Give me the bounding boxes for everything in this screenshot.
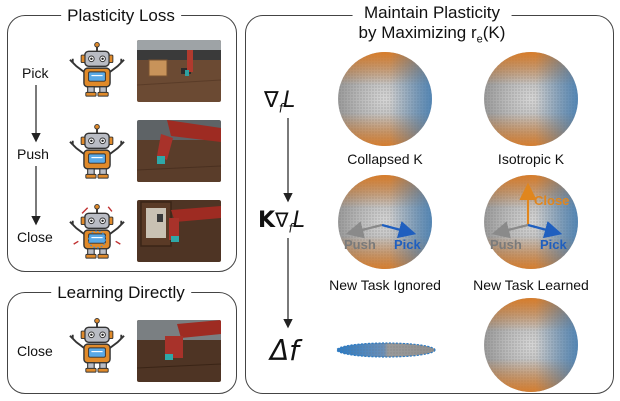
plasticity-loss-title: Plasticity Loss [61,6,181,26]
maintain-title-line2: by Maximizing re(K) [358,23,506,46]
collapsed-k-label: Collapsed K [347,151,423,167]
delta-f-label: Δf [270,334,300,367]
maintain-plasticity-title: Maintain Plasticity by Maximizing re(K) [352,3,512,50]
stage-label-push: Push [17,146,49,162]
close-task-direct-photo [137,320,221,382]
push-axis-label: Push [344,237,376,252]
push-task-photo [137,120,221,182]
new-task-learned-label: New Task Learned [473,277,589,293]
close-task-photo [137,200,221,262]
new-task-ignored-sphere: Push Pick [338,175,432,269]
kernel-gradient-label: K∇fL [258,208,305,236]
isotropic-k-sphere [484,52,578,146]
stage-label-close: Close [17,229,53,245]
new-task-learned-sphere: Close Push Pick [484,175,578,269]
full-rank-sphere [484,298,578,392]
isotropic-k-label: Isotropic K [497,151,565,167]
collapsed-disk [336,342,436,358]
maintain-title-line1: Maintain Plasticity [363,3,501,22]
learning-directly-title: Learning Directly [51,283,191,303]
gradient-label: ∇fL [264,88,296,116]
stage-label-pick: Pick [22,65,49,81]
collapsed-k-sphere [338,52,432,146]
push-axis-label: Push [490,237,522,252]
close-axis-label: Close [534,193,569,208]
pick-task-photo [137,40,221,102]
new-task-ignored-label: New Task Ignored [329,277,441,293]
stage-flow-arrows [31,85,41,226]
stage-label-close-direct: Close [17,343,53,359]
pick-axis-label: Pick [540,237,568,252]
pick-axis-label: Pick [394,237,422,252]
